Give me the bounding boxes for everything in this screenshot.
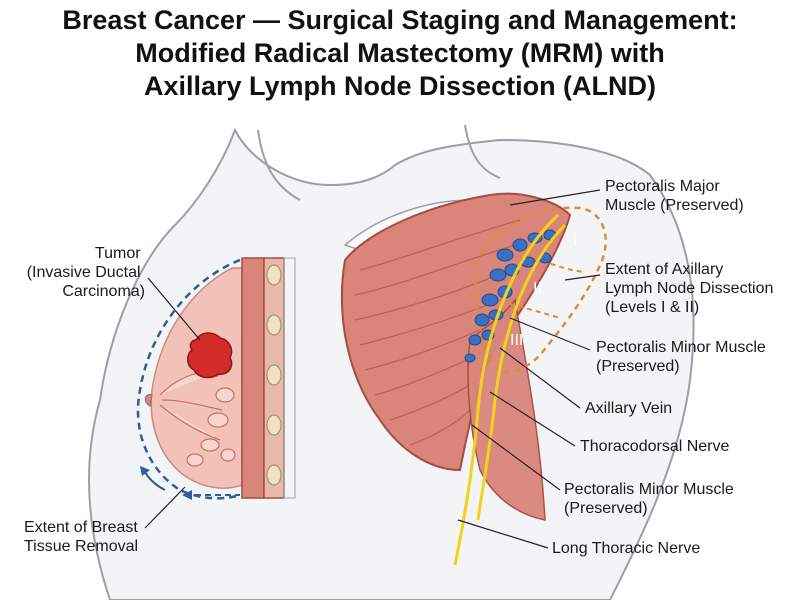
page-title: Breast Cancer — Surgical Staging and Man… xyxy=(0,4,800,103)
chest-wall-muscle xyxy=(241,257,265,499)
removal-arrow-1-head xyxy=(140,466,150,476)
level-divider-2 xyxy=(491,299,561,319)
tumor xyxy=(187,332,233,379)
thoracodorsal-nerve xyxy=(476,223,567,521)
title-line-1: Breast Cancer — Surgical Staging and Man… xyxy=(62,5,738,35)
long-thoracic-nerve xyxy=(453,213,560,566)
label-pectoralis-major: Pectoralis Major Muscle (Preserved) xyxy=(605,178,744,214)
label-tumor: Tumor (Invasive Ductal Carcinoma) xyxy=(27,245,145,300)
ribs xyxy=(266,264,282,486)
title-line-3: Axillary Lymph Node Dissection (ALND) xyxy=(143,71,657,101)
chest-wall-outline xyxy=(283,257,296,499)
label-pectoralis-minor-1: Pectoralis Minor Muscle (Preserved) xyxy=(596,339,770,375)
neck-line-right xyxy=(464,124,501,179)
neck-line-left xyxy=(257,129,301,201)
title-line-2: Modified Radical Mastectomy (MRM) with xyxy=(135,38,665,68)
label-pectoralis-minor-2: Pectoralis Minor Muscle (Preserved) xyxy=(564,481,738,517)
label-extent-breast-removal: Extent of Breast Tissue Removal xyxy=(24,519,142,555)
label-long-thoracic-nerve: Long Thoracic Nerve xyxy=(552,540,700,557)
breast-removal-outline xyxy=(136,258,241,500)
nipple xyxy=(144,393,153,407)
removal-arrow-2-head xyxy=(182,490,192,500)
level-iii-label: III xyxy=(510,332,523,349)
level-i-label: I xyxy=(573,233,577,250)
leader-lines xyxy=(144,189,601,549)
label-axillary-vein: Axillary Vein xyxy=(585,400,672,417)
level-ii-label: II xyxy=(533,280,542,297)
label-thoracodorsal-nerve: Thoracodorsal Nerve xyxy=(580,438,730,455)
label-extent-alnd: Extent of Axillary Lymph Node Dissection… xyxy=(605,261,778,316)
